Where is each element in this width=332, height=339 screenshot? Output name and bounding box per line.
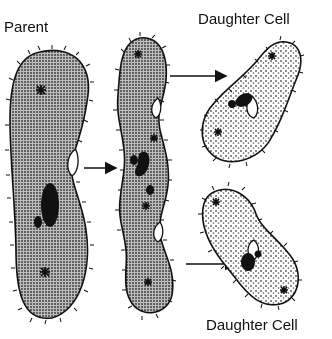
daughter-bottom-macronucleus (241, 253, 255, 271)
daughter-bottom-vacuole-2 (280, 286, 288, 294)
dividing-micronucleus-bottom (146, 185, 154, 195)
daughter-cell-top (200, 36, 304, 168)
dividing-vacuole-3 (142, 202, 150, 210)
dividing-vacuole-2 (150, 134, 158, 142)
parent-micronucleus (34, 216, 42, 228)
dividing-micronucleus-top (130, 155, 138, 165)
dividing-vacuole-1 (134, 50, 142, 58)
dividing-vacuole-4 (144, 278, 152, 286)
daughter-top-micronucleus (228, 100, 236, 108)
parent-cell (5, 45, 94, 324)
dividing-membrane (118, 38, 173, 313)
daughter-top-vacuole-2 (214, 128, 222, 136)
parent-contractile-vacuole-bottom (40, 267, 50, 277)
parent-macronucleus (41, 183, 59, 227)
dividing-cell (113, 32, 176, 320)
daughter-cell-bottom (198, 182, 302, 310)
daughter-bottom-vacuole-1 (212, 198, 220, 206)
parent-contractile-vacuole-top (36, 85, 46, 95)
daughter-top-vacuole-1 (268, 52, 276, 60)
daughter-bottom-micronucleus (255, 251, 262, 258)
